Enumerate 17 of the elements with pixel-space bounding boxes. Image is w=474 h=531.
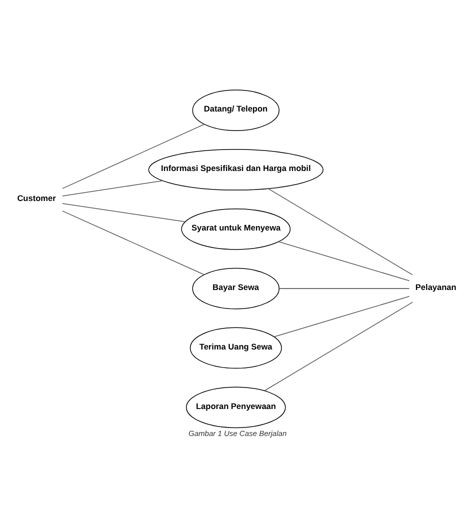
node-ellipse: Laporan Penyewaan [186, 386, 286, 428]
connector [62, 124, 204, 188]
connector [278, 240, 410, 281]
connector [62, 202, 186, 222]
connector [274, 295, 410, 337]
node-ellipse: Terima Uang Sewa [190, 326, 282, 368]
node-ellipse: Syarat untuk Menyewa [181, 208, 291, 250]
connector [62, 210, 204, 274]
node-ellipse: Bayar Sewa [192, 267, 280, 309]
node-text: Pelayanan [415, 282, 456, 292]
node-ellipse: Informasi Spesifikasi dan Harga mobil [148, 148, 324, 190]
connector [264, 301, 413, 391]
connector [62, 180, 163, 196]
node-ellipse: Datang/ Telepon [192, 89, 280, 130]
node-text: Customer [17, 194, 56, 203]
connector [268, 188, 413, 275]
caption: Gambar 1 Use Case Berjalan [188, 428, 287, 438]
